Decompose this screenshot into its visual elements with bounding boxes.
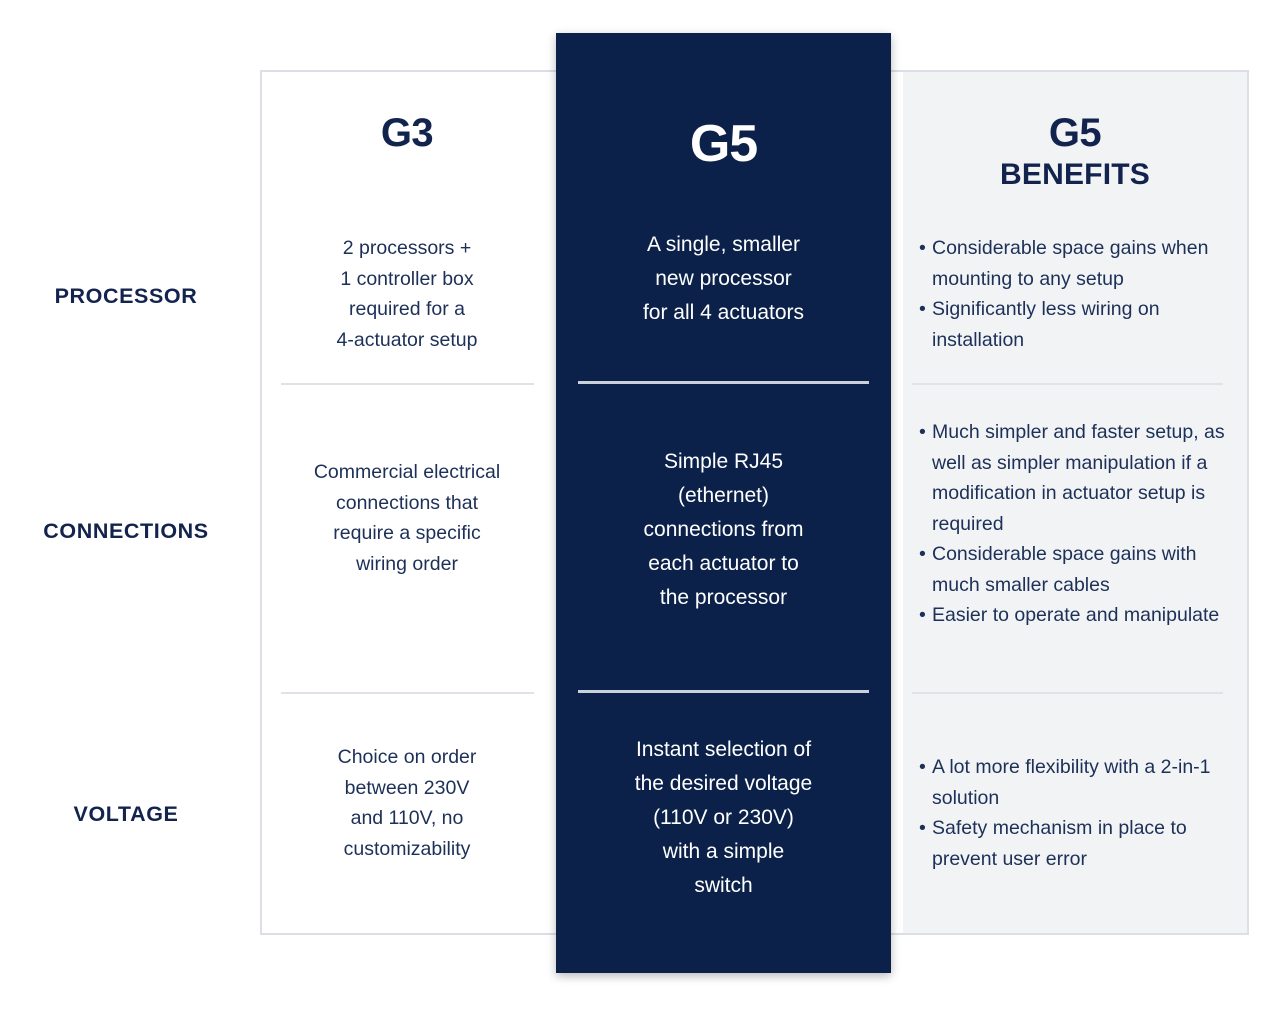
- cell-benefits-processor: • Considerable space gains when mounting …: [903, 233, 1247, 355]
- bullet-text: Much simpler and faster setup, as well a…: [932, 421, 1225, 535]
- row-divider-2-benefits: [912, 692, 1223, 694]
- text-line: connections that: [335, 491, 478, 514]
- text-line: (ethernet): [677, 484, 770, 507]
- bullet-dot-icon: •: [919, 817, 926, 839]
- text-line: with a simple: [662, 840, 785, 863]
- column-g3-heading: G3: [380, 111, 434, 155]
- text-line: new processor: [655, 267, 792, 290]
- text-line: the desired voltage: [634, 772, 813, 795]
- row-divider-1-g3: [281, 383, 534, 385]
- text-line: and 110V, no: [350, 807, 464, 829]
- bullet-item: • A lot more flexibility with a 2-in-1 so…: [919, 752, 1235, 813]
- column-g3: G3 2 processors + 1 controller box require…: [262, 72, 552, 933]
- bullet-text: Significantly less wiring on installatio…: [932, 298, 1160, 351]
- cell-g3-processor: 2 processors + 1 controller box required f…: [262, 233, 552, 355]
- bullet-dot-icon: •: [919, 543, 926, 565]
- text-line: wiring order: [356, 552, 458, 575]
- cell-benefits-connections: • Much simpler and faster setup, as well …: [903, 417, 1247, 631]
- bullet-text: Considerable space gains with much small…: [932, 543, 1197, 596]
- column-g5-heading: G5: [689, 115, 758, 173]
- column-g5: G5 A single, smaller new processor for all…: [556, 33, 891, 973]
- bullet-text: Considerable space gains when mounting t…: [932, 237, 1209, 290]
- text-line: require a specific: [333, 522, 481, 544]
- text-line: Choice on order: [337, 746, 477, 768]
- cell-g3-connections: Commercial electrical connections that req…: [262, 457, 552, 579]
- text-line: Simple RJ45: [663, 450, 784, 473]
- bullet-text: A lot more flexibility with a 2-in-1 sol…: [932, 756, 1211, 809]
- bullet-item: • Much simpler and faster setup, as well …: [919, 417, 1235, 539]
- text-line: (110V or 230V): [653, 806, 794, 829]
- bullet-dot-icon: •: [919, 298, 926, 320]
- text-line: each actuator to: [648, 552, 799, 575]
- row-divider-2-g5: [578, 690, 869, 693]
- text-line: for all 4 actuators: [642, 301, 805, 324]
- text-line: the processor: [659, 586, 788, 609]
- bullet-item: • Easier to operate and manipulate: [919, 600, 1235, 631]
- row-label-connections: CONNECTIONS: [43, 519, 209, 543]
- row-label-column: PROCESSOR CONNECTIONS VOLTAGE: [0, 70, 252, 935]
- bullet-dot-icon: •: [919, 604, 926, 626]
- bullet-text: Easier to operate and manipulate: [932, 604, 1220, 626]
- cell-benefits-voltage: • A lot more flexibility with a 2-in-1 so…: [903, 752, 1247, 874]
- row-divider-1-g5: [578, 381, 869, 384]
- bullet-dot-icon: •: [919, 237, 926, 259]
- bullet-item: • Significantly less wiring on installati…: [919, 294, 1235, 355]
- cell-g5-connections: Simple RJ45 (ethernet) connections from eac…: [556, 445, 891, 615]
- row-label-voltage: VOLTAGE: [73, 802, 179, 826]
- text-line: connections from: [643, 518, 804, 541]
- text-line: switch: [694, 874, 753, 897]
- bullet-item: • Considerable space gains when mounting …: [919, 233, 1235, 294]
- text-line: 4-actuator setup: [336, 328, 478, 351]
- column-g5-benefits: G5 BENEFITS • Considerable space gains wh…: [903, 72, 1247, 933]
- cell-g3-voltage: Choice on order between 230V and 110V, no c…: [262, 742, 552, 864]
- cell-g5-processor: A single, smaller new processor for all 4 …: [556, 228, 891, 330]
- benefits-column-background: [903, 72, 1247, 933]
- text-line: customizability: [343, 837, 471, 860]
- column-benefits-heading-main: G5: [1048, 111, 1102, 155]
- text-line: Commercial electrical: [313, 461, 501, 483]
- text-line: A single, smaller: [647, 233, 800, 256]
- column-benefits-heading-sub: BENEFITS: [1000, 158, 1150, 191]
- cell-g5-voltage: Instant selection of the desired voltage (…: [556, 733, 891, 903]
- bullet-dot-icon: •: [919, 421, 926, 443]
- bullet-item: • Safety mechanism in place to prevent us…: [919, 813, 1235, 874]
- row-divider-2-g3: [281, 692, 534, 694]
- bullet-dot-icon: •: [919, 756, 926, 778]
- row-divider-1-benefits: [912, 383, 1223, 385]
- text-line: between 230V: [344, 776, 470, 799]
- column-benefits-heading: G5 BENEFITS: [903, 110, 1247, 193]
- row-label-processor: PROCESSOR: [54, 284, 198, 308]
- bullet-item: • Considerable space gains with much smal…: [919, 539, 1235, 600]
- bullet-text: Safety mechanism in place to prevent use…: [932, 817, 1187, 870]
- text-line: 1 controller box: [340, 267, 474, 290]
- text-line: 2 processors +: [342, 237, 472, 259]
- text-line: required for a: [349, 298, 465, 320]
- text-line: Instant selection of: [635, 738, 812, 761]
